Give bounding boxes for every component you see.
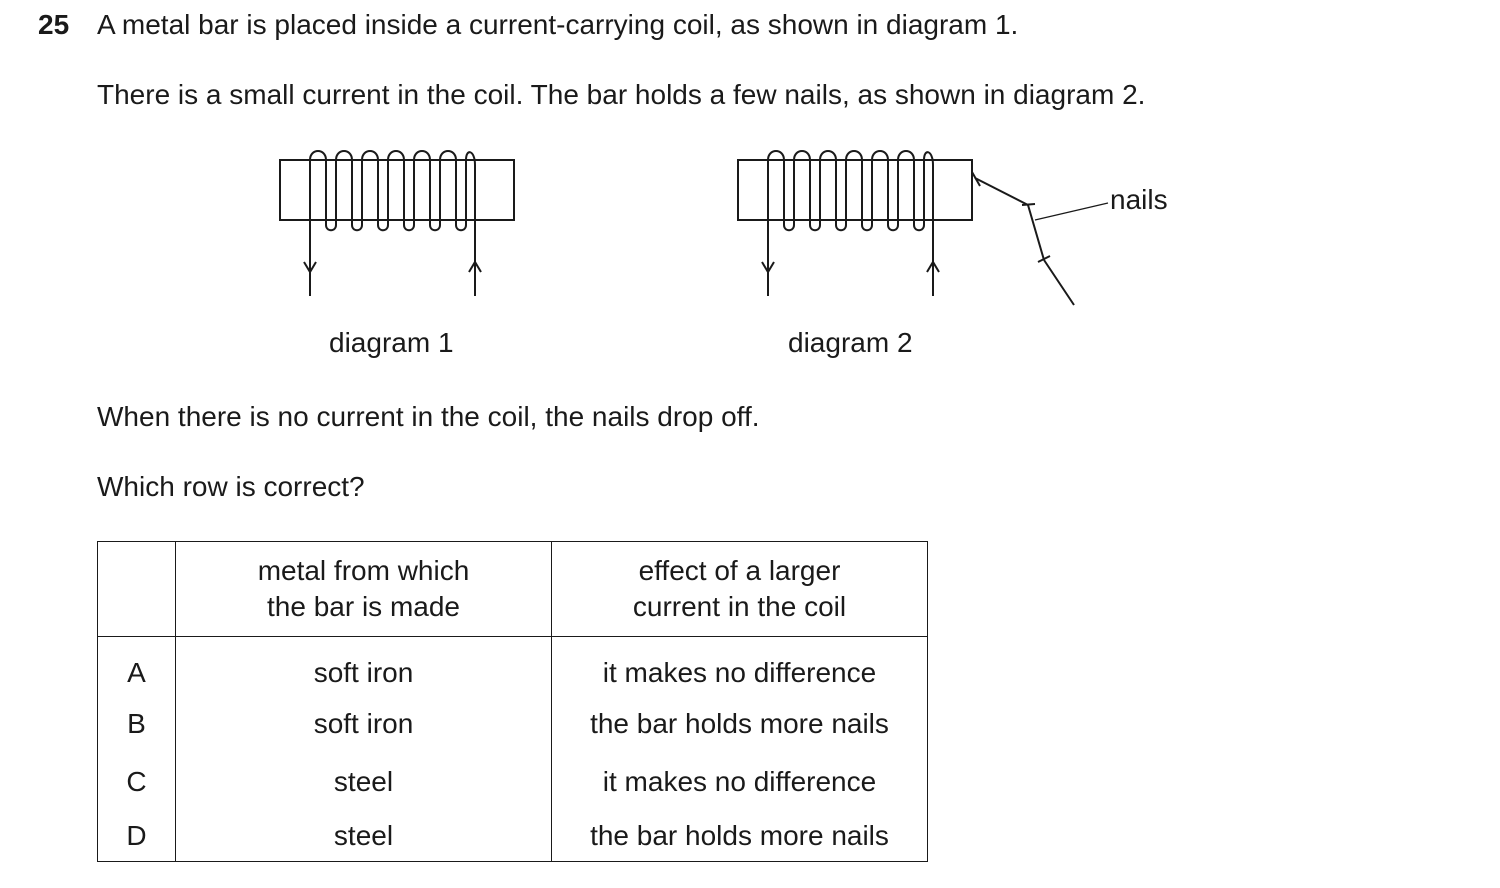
row-metal: steel bbox=[175, 811, 552, 862]
question-text-line-1: A metal bar is placed inside a current-c… bbox=[97, 9, 1019, 40]
row-metal: steel bbox=[175, 753, 552, 811]
header-effect-line-1: effect of a larger bbox=[638, 555, 841, 586]
coil-2 bbox=[767, 150, 934, 232]
answer-table: metal from which the bar is made effect … bbox=[97, 541, 928, 862]
row-key: A bbox=[97, 636, 176, 695]
row-effect: the bar holds more nails bbox=[551, 695, 928, 753]
coil-diagrams bbox=[279, 150, 1109, 306]
table-row[interactable]: C steel it makes no difference bbox=[97, 753, 928, 811]
table-row[interactable]: B soft iron the bar holds more nails bbox=[97, 695, 928, 753]
row-key: C bbox=[97, 753, 176, 811]
metal-bar-2 bbox=[737, 159, 973, 221]
header-effect-line-2: current in the coil bbox=[632, 591, 847, 622]
nails-leader-line bbox=[1034, 202, 1109, 221]
question-number: 25 bbox=[38, 9, 70, 40]
table-row[interactable]: A soft iron it makes no difference bbox=[97, 636, 928, 695]
row-key: D bbox=[97, 811, 176, 862]
row-metal: soft iron bbox=[175, 636, 552, 695]
nails bbox=[971, 171, 1075, 306]
header-key-cell bbox=[97, 541, 176, 637]
nails-label: nails bbox=[1110, 184, 1168, 215]
header-effect: effect of a larger current in the coil bbox=[551, 541, 928, 637]
row-effect: the bar holds more nails bbox=[551, 811, 928, 862]
table-row[interactable]: D steel the bar holds more nails bbox=[97, 811, 928, 862]
question-text-line-3: When there is no current in the coil, th… bbox=[97, 401, 760, 432]
question-text-line-2: There is a small current in the coil. Th… bbox=[97, 79, 1146, 110]
diagram-2-label: diagram 2 bbox=[788, 327, 913, 358]
diagram-1 bbox=[279, 150, 515, 296]
header-metal-line-2: the bar is made bbox=[267, 591, 460, 622]
current-arrow-down bbox=[303, 261, 317, 274]
header-metal: metal from which the bar is made bbox=[175, 541, 552, 637]
table-header-row: metal from which the bar is made effect … bbox=[97, 541, 928, 637]
question-text-line-4: Which row is correct? bbox=[97, 471, 365, 502]
metal-bar bbox=[279, 159, 515, 221]
header-metal-line-1: metal from which bbox=[257, 555, 470, 586]
diagram-1-label: diagram 1 bbox=[329, 327, 454, 358]
current-arrow-up bbox=[468, 260, 482, 273]
row-metal: soft iron bbox=[175, 695, 552, 753]
diagram-2 bbox=[737, 150, 1109, 306]
row-effect: it makes no difference bbox=[551, 753, 928, 811]
row-key: B bbox=[97, 695, 176, 753]
row-effect: it makes no difference bbox=[551, 636, 928, 695]
coil bbox=[309, 150, 476, 232]
